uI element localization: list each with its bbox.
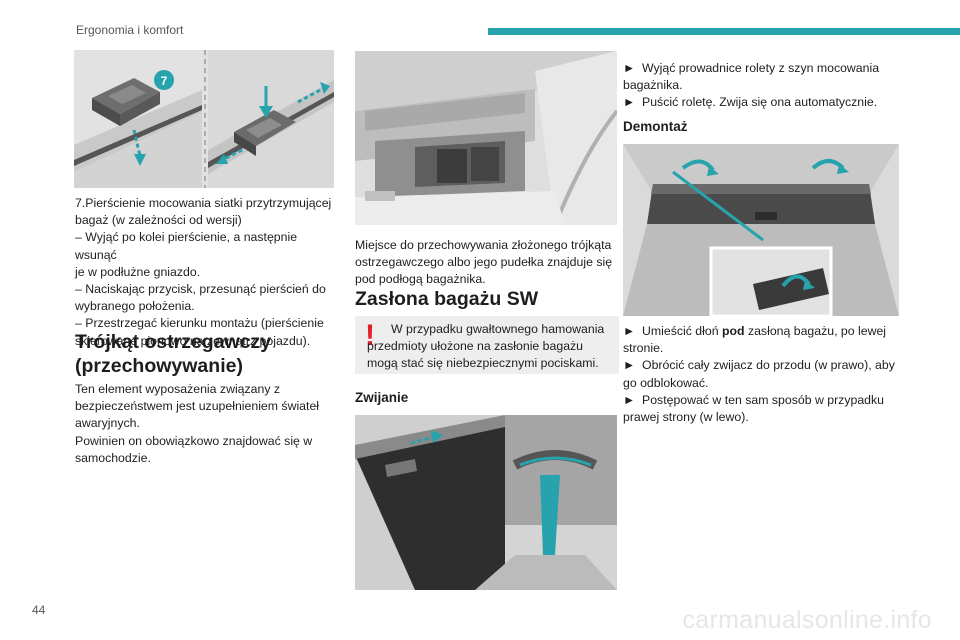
heading-line: Trójkąt ostrzegawczy [75,331,272,353]
luggage-cover-heading: Zasłona bagażu SW [355,288,539,310]
text-line: je w podłużne gniazdo. [75,264,201,279]
text-line: bagaż (w zależności od wersji) [75,213,242,228]
text-line: Wyjąć prowadnice rolety z szyn mocowania [642,61,880,75]
rolling-heading: Zwijanie [355,390,409,405]
text-line: – Naciskając przycisk, przesunąć pierści… [75,282,326,297]
text-line: Powinien on obowiązkowo znajdować się w [75,433,313,448]
warning-triangle-description: Ten element wyposażenia związany z bezpi… [75,381,337,467]
text-line: prawej strony (w lewo). [623,410,749,425]
emphasis-text: pod [721,324,745,338]
text-line: go odblokować. [623,375,709,390]
net-ring-description: 7.Pierścienie mocowania siatki przytrzym… [75,195,337,350]
text-line: samochodzie. [75,450,151,465]
list-item: ► Puścić roletę. Zwija się ona automatyc… [623,94,905,111]
page-number: 44 [32,603,46,617]
removal-steps: ► Umieścić dłoń pod zasłoną bagażu, po l… [623,323,905,426]
text-line: Postępować w ten sam sposób w przypadku [642,392,884,407]
trunk-storage-illustration [355,51,617,225]
rolling-cover-illustration [355,415,617,590]
text-line: zasłoną bagażu, po lewej [744,324,887,338]
net-ring-illustration: 7 [74,50,334,188]
list-item: ► Wyjąć prowadnice rolety z szyn mocowan… [623,60,905,77]
list-item: ► Obrócić cały zwijacz do przodu (w praw… [623,357,905,374]
bullet-arrow-icon: ► [623,324,636,338]
watermark: carmanualsonline.info [682,606,932,634]
bullet-arrow-icon: ► [623,392,636,407]
text-line: ostrzegawczego albo jego pudełka znajduj… [355,255,613,270]
removal-illustration [623,144,899,316]
text-line: stronie. [623,341,664,356]
text-line: – Przestrzegać kierunku montażu (pierści… [75,316,324,331]
list-item: ► Postępować w ten sam sposób w przypadk… [623,392,905,409]
bullet-arrow-icon: ► [623,61,636,75]
storage-caption: Miejsce do przechowywania złożonego trój… [355,237,619,289]
text-line: awaryjnych. [75,416,140,431]
heading-line: (przechowywanie) [75,354,243,377]
text-line: pod podłogą bagażnika. [355,272,486,287]
removal-heading: Demontaż [623,119,688,134]
rolling-steps: ► Wyjąć prowadnice rolety z szyn mocowan… [623,60,905,112]
text-line: skierowane pionowo na zewnątrz pojazdu). [75,333,311,348]
section-title: Ergonomia i komfort [76,23,184,37]
text-line: Umieścić dłoń [642,324,722,338]
bullet-arrow-icon: ► [623,95,636,110]
bullet-arrow-icon: ► [623,358,636,373]
text-line: – Wyjąć po kolei pierścienie, a następni… [75,230,298,262]
text-line: Puścić roletę. Zwija się ona automatyczn… [642,95,878,110]
warning-triangle-heading: Trójkąt ostrzegawczy (przechowywanie) [75,331,337,378]
warning-text: W przypadku gwałtownego hamowania przedm… [367,322,605,371]
text-line: Obrócić cały zwijacz do przodu (w prawo)… [642,358,895,373]
text-line: bagażnika. [623,78,683,93]
callout-number: 7 [161,74,168,88]
list-item: ► Umieścić dłoń pod zasłoną bagażu, po l… [623,323,905,340]
warning-box: ! W przypadku gwałtownego hamowania prze… [355,316,619,374]
text-line: Ten element wyposażenia związany z [75,382,281,396]
text-line: Miejsce do przechowywania złożonego trój… [355,238,612,252]
text-line: bezpieczeństwem jest uzupełnieniem świat… [75,399,320,414]
text-line: 7.Pierścienie mocowania siatki przytrzym… [75,196,332,210]
warning-icon: ! [365,319,375,352]
header-accent-bar [488,28,960,35]
text-line: wybranego położenia. [75,299,195,314]
